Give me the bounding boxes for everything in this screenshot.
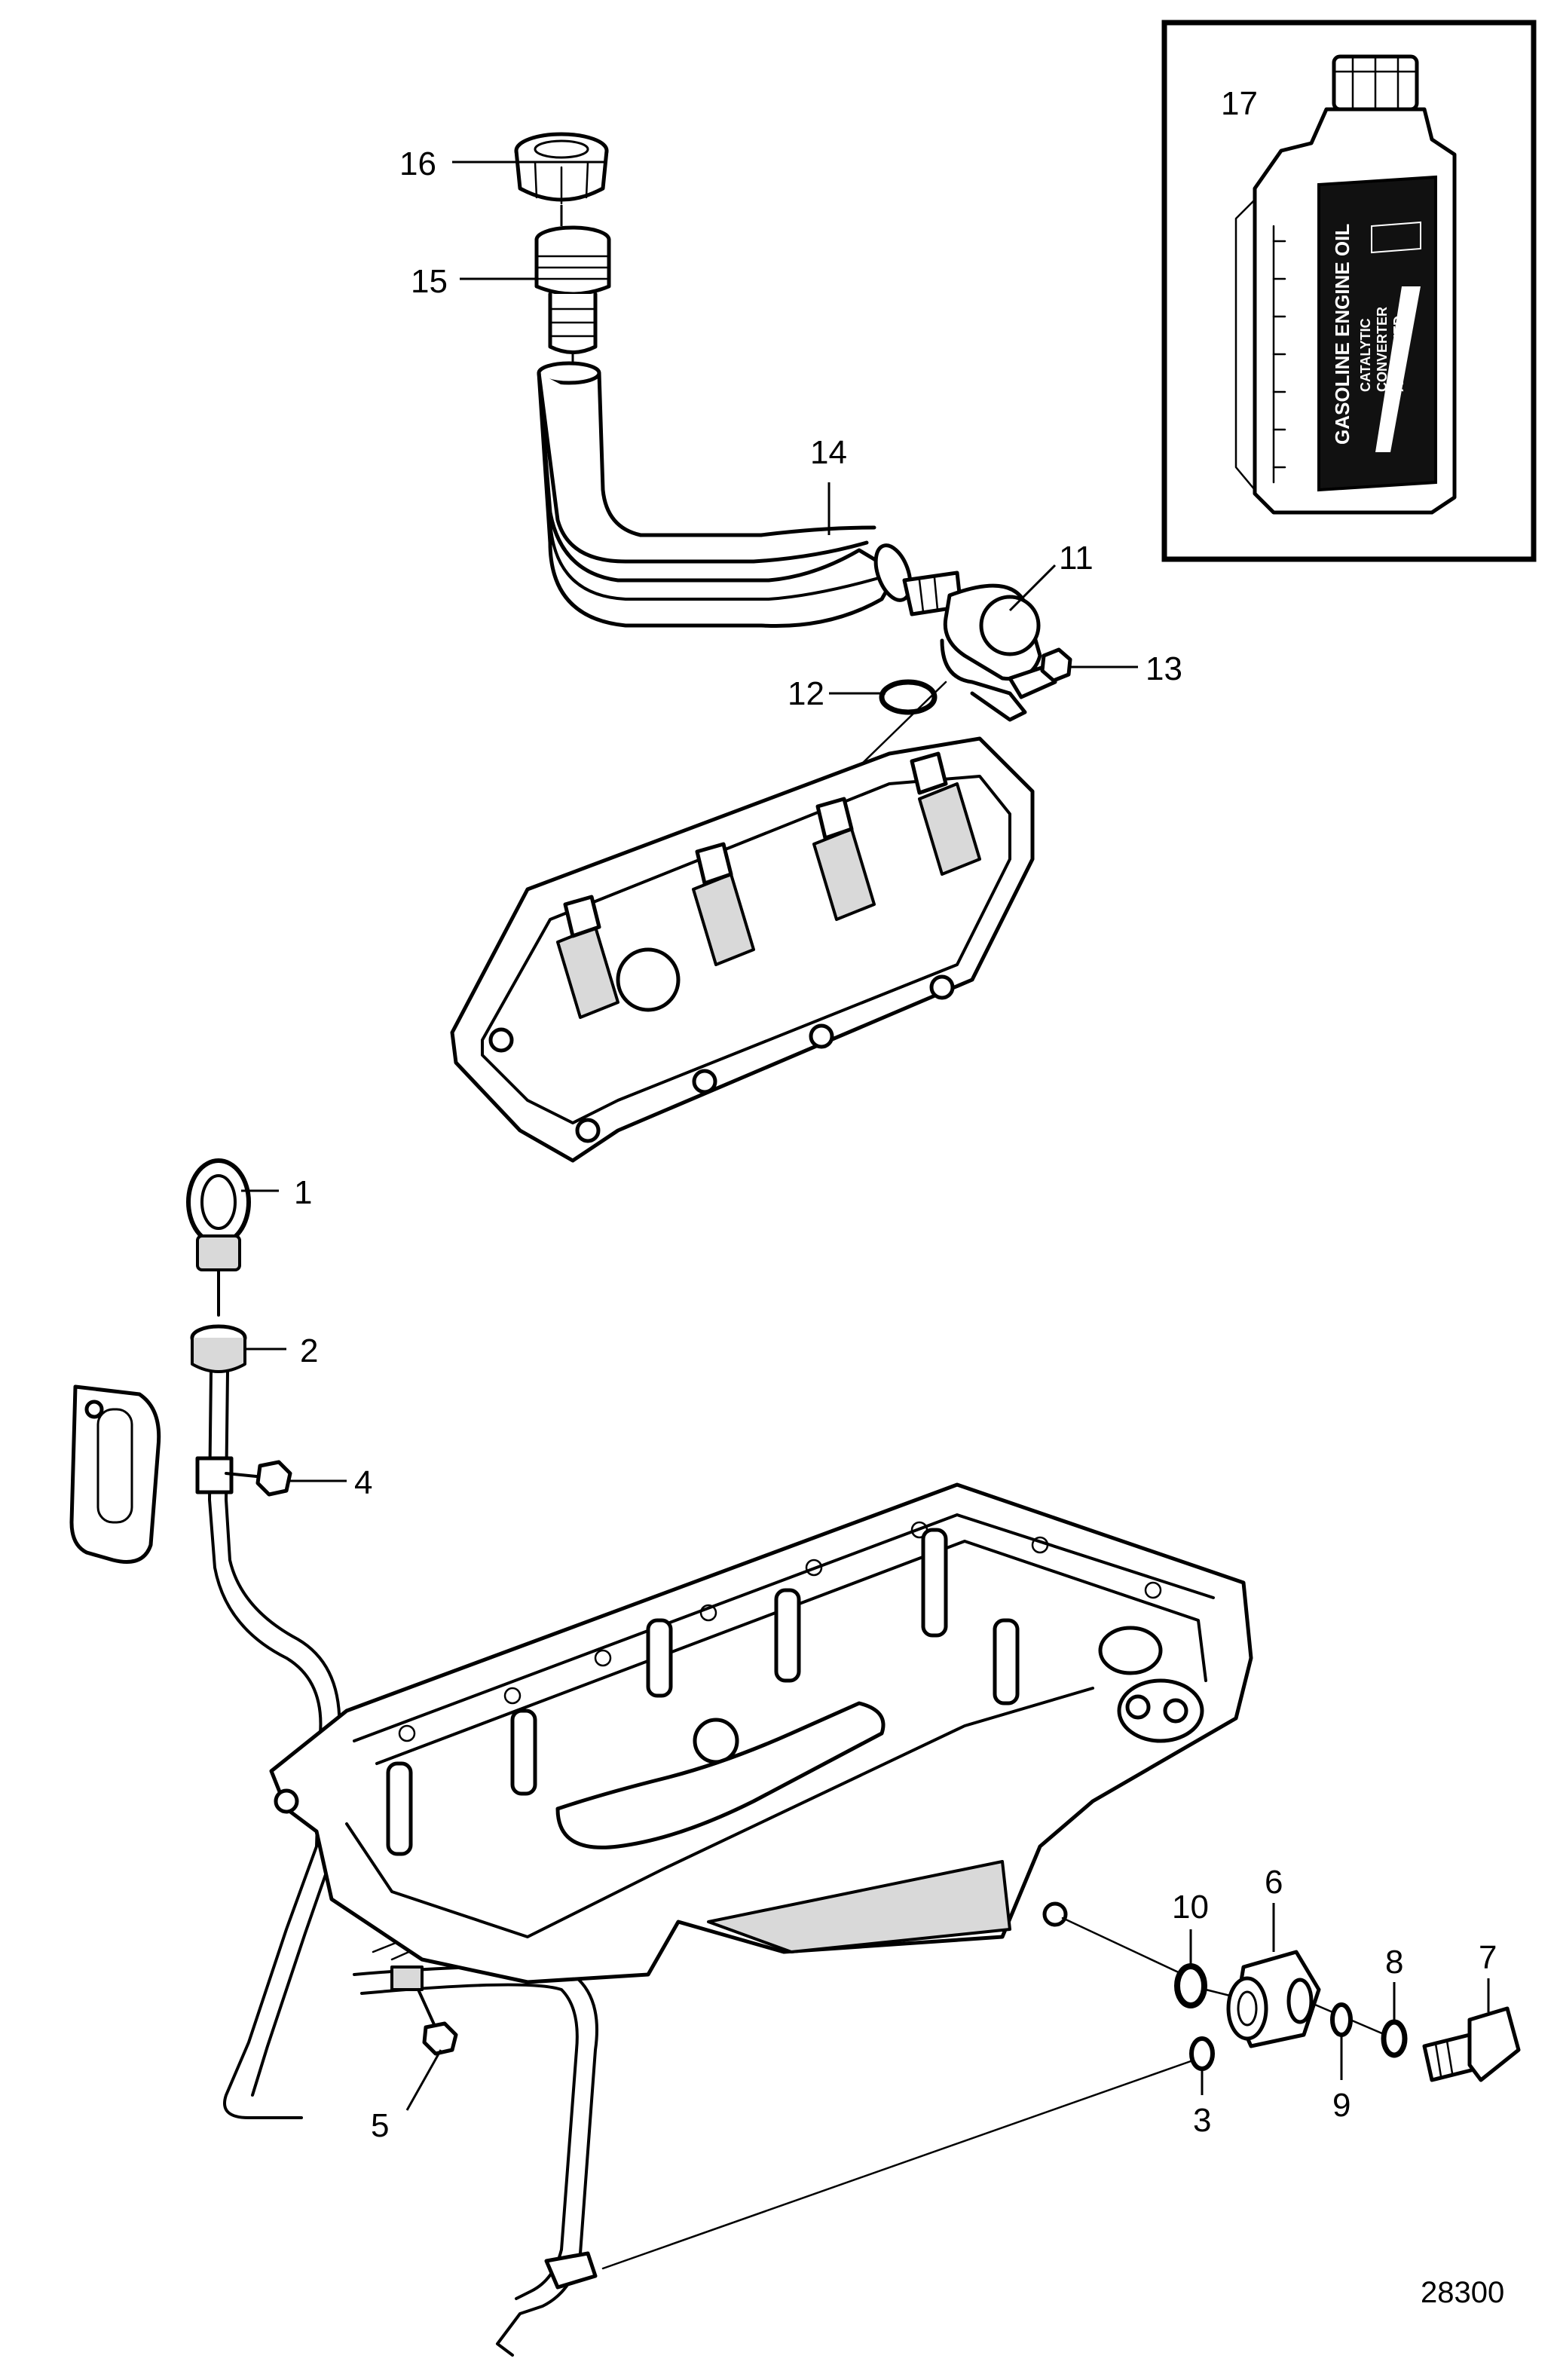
callout-7: 7 — [1479, 1939, 1497, 1976]
filler-cap — [514, 132, 609, 205]
bottle-label-sub-2: CONVERTER — [1375, 307, 1390, 392]
callout-15: 15 — [411, 263, 448, 300]
callout-6: 6 — [1265, 1864, 1283, 1901]
callout-16: 16 — [399, 145, 436, 182]
callout-13: 13 — [1146, 650, 1182, 687]
drain-tube — [353, 1935, 598, 2357]
callout-1: 1 — [294, 1174, 312, 1211]
bottle-label-main: GASOLINE ENGINE OIL — [1331, 224, 1354, 445]
drain-plug — [1422, 2006, 1521, 2082]
oil-pan — [269, 1482, 1253, 1984]
valve-cover — [450, 736, 1035, 1163]
callout-3: 3 — [1193, 2102, 1211, 2139]
leader-lines — [241, 161, 1490, 2111]
connector-bolt — [1008, 647, 1072, 699]
dipstick-guide — [69, 1324, 341, 2119]
o-ring — [879, 679, 938, 715]
bottle-label-sub-1: CATALYTIC — [1358, 318, 1373, 392]
vent-hose — [537, 361, 913, 629]
washer-10 — [1174, 1963, 1207, 2008]
callout-2: 2 — [300, 1332, 318, 1369]
callout-14: 14 — [810, 434, 847, 471]
dipstick — [186, 1158, 251, 1317]
callout-12: 12 — [788, 675, 824, 712]
callout-9: 9 — [1332, 2087, 1351, 2124]
guide-bolt — [225, 1460, 292, 1497]
drain-adapter — [1226, 1950, 1321, 2048]
callout-4: 4 — [354, 1464, 372, 1501]
callout-10: 10 — [1172, 1889, 1209, 1926]
callout-labels: 16 15 14 11 12 13 17 1 2 4 5 10 6 8 7 9 … — [294, 85, 1497, 2144]
oil-bottle-icon: GASOLINE ENGINE OIL CATALYTIC CONVERTER … — [1234, 54, 1457, 515]
callout-5: 5 — [371, 2107, 389, 2144]
callout-8: 8 — [1385, 1944, 1403, 1981]
callout-11: 11 — [1059, 540, 1094, 577]
bottle-label-sub-3: APPROVED — [1391, 316, 1406, 392]
vent-connector — [902, 571, 1042, 722]
oil-bottle-inset: GASOLINE ENGINE OIL CATALYTIC CONVERTER … — [1161, 20, 1537, 562]
filler-neck — [534, 225, 611, 354]
washer-3 — [1189, 2036, 1215, 2071]
figure-reference-number: 28300 — [1421, 2276, 1504, 2309]
ignition-coils — [556, 751, 981, 1019]
callout-17: 17 — [1221, 85, 1258, 122]
washer-8 — [1381, 2019, 1408, 2058]
tube-bolt — [417, 1988, 458, 2056]
washer-9 — [1330, 2002, 1353, 2037]
